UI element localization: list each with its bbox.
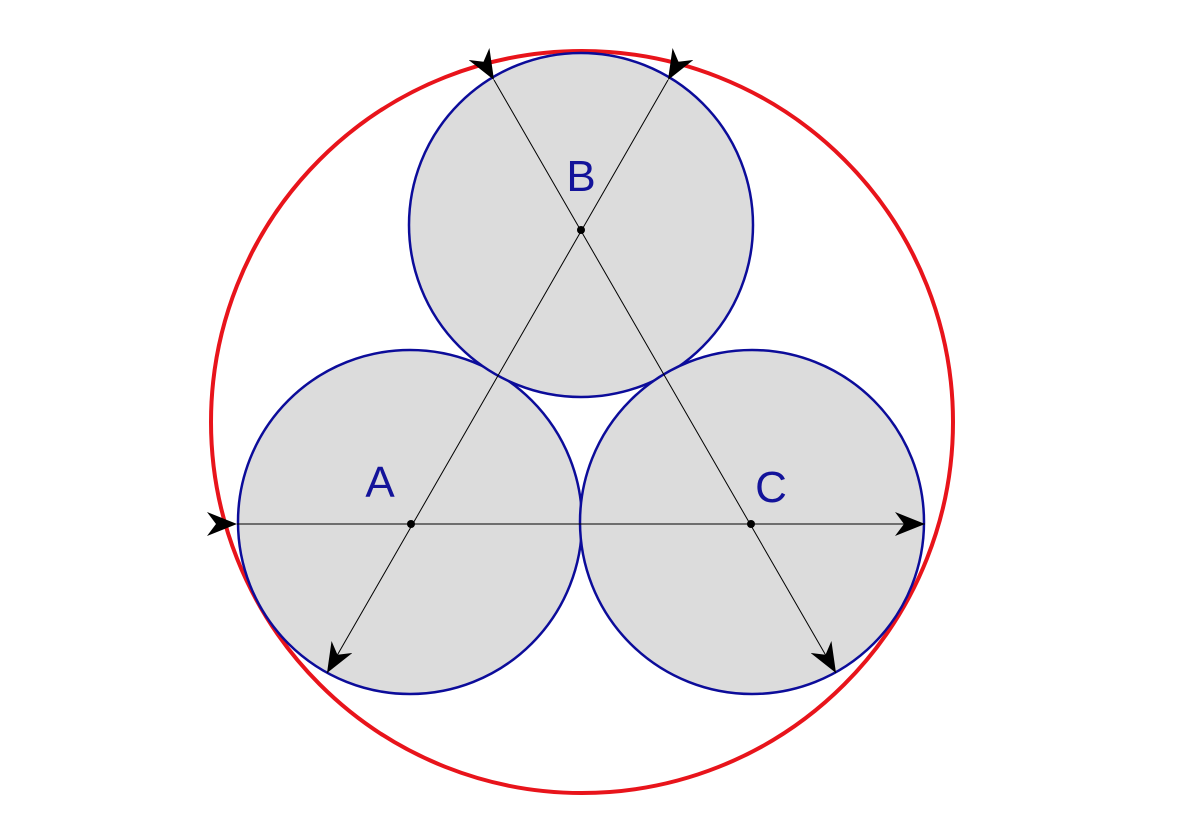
center-point-c (747, 520, 755, 528)
center-point-b (577, 226, 585, 234)
circle-b (407, 51, 755, 399)
label-b: B (566, 152, 595, 201)
label-c: C (755, 463, 787, 512)
diameter-line-b-to-c (468, 48, 837, 674)
center-point-a (407, 520, 415, 528)
label-a: A (365, 458, 395, 507)
